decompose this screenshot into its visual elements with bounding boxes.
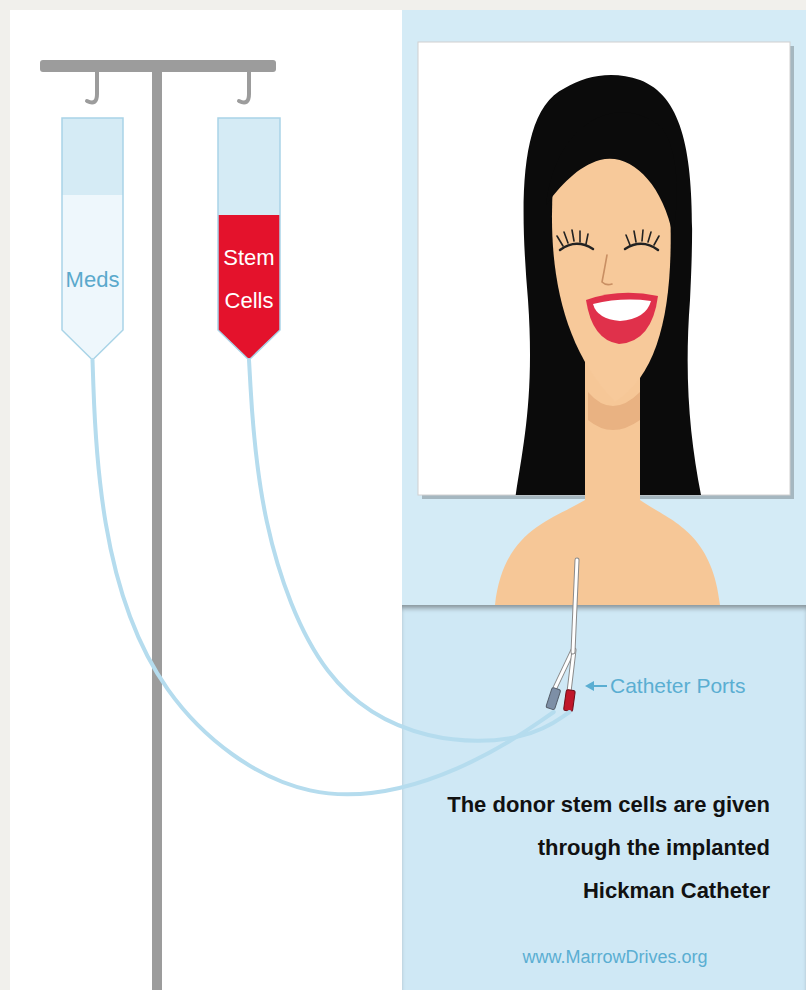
bag-hook — [239, 72, 249, 102]
bag-border — [62, 118, 123, 360]
face — [552, 149, 671, 402]
iv-bag: Meds — [62, 118, 123, 360]
catheter-lumen-outline — [569, 650, 574, 692]
tube-group — [93, 360, 570, 794]
bag-outline — [62, 118, 123, 360]
neck-shoulders — [495, 360, 720, 605]
eyelashes — [557, 230, 588, 246]
catheter-line — [573, 560, 577, 652]
bag-top — [218, 118, 280, 215]
right-panel — [402, 10, 806, 990]
ports-drawing — [545, 650, 580, 712]
iv-pole — [152, 60, 162, 990]
port-cap — [564, 690, 576, 712]
callout-label: Catheter Ports — [610, 672, 745, 700]
bag-label: Meds — [62, 266, 123, 294]
caption-panel: The donor stem cells are given through t… — [402, 605, 806, 990]
port-cap — [546, 687, 561, 710]
bag-body — [62, 118, 123, 360]
iv-tube — [93, 360, 554, 794]
bag-hook — [87, 72, 97, 102]
bag-label: Stem Cells — [218, 236, 280, 322]
hair-fringe — [546, 112, 677, 235]
iv-bag: Stem Cells — [218, 118, 280, 360]
teeth — [593, 300, 651, 321]
bag-border — [218, 118, 280, 360]
mouth — [586, 293, 658, 344]
nose — [602, 255, 612, 285]
bag-outline — [218, 118, 280, 360]
leader-arrow — [592, 685, 607, 687]
catheter-ports: Catheter Ports — [545, 650, 580, 712]
left-background — [10, 10, 402, 990]
catheter-lumen — [569, 650, 574, 692]
caption-text: The donor stem cells are given through t… — [440, 783, 770, 912]
website-url: www.MarrowDrives.org — [502, 945, 728, 969]
closed-eye — [560, 244, 593, 250]
bag-top — [62, 118, 123, 195]
bag-body — [218, 118, 280, 360]
catheter-line-outline — [573, 560, 577, 652]
iv-tube — [249, 360, 570, 741]
leader-arrowhead — [585, 681, 594, 691]
eyelashes — [626, 230, 659, 245]
